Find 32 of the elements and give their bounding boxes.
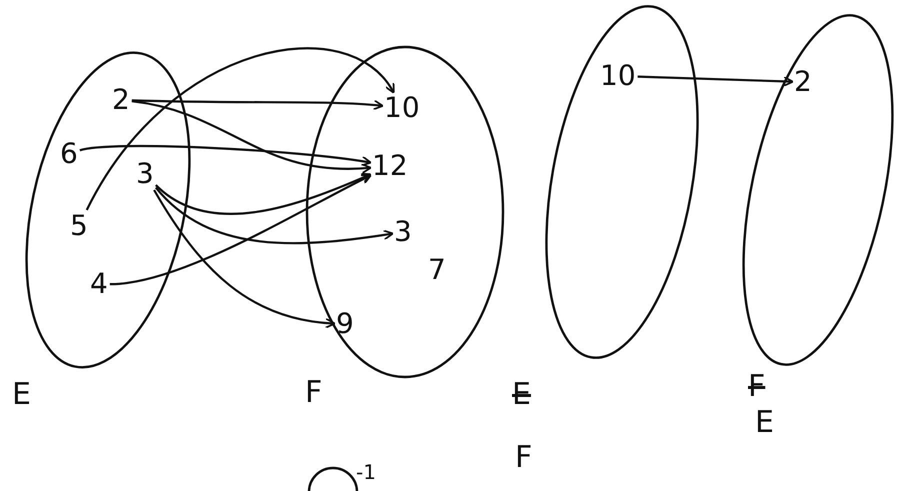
set-element: 3 [394,218,412,246]
set-element: 2 [112,86,130,114]
set-element: 12 [372,152,408,180]
arrow [110,174,372,286]
set-element: 9 [336,310,354,338]
set-element: 10 [600,62,636,90]
set-ellipse [545,5,699,359]
set-element: 7 [428,256,446,284]
set-name: E [755,408,774,438]
set-ellipse [306,46,504,378]
set-element: 6 [60,140,78,168]
set-element: 5 [70,212,88,240]
set-name: F [515,443,532,473]
set-element: 2 [794,68,812,96]
crossed-out-letter: F [748,372,766,402]
exponent-label: -1 [356,462,376,482]
arrow [132,99,384,110]
arrow [153,189,336,328]
set-name: E [12,380,31,410]
set-ellipse [742,14,894,366]
arrow [86,47,395,211]
set-element: 4 [90,270,108,298]
crossed-out-letter: E [512,380,531,410]
set-element: 10 [384,94,420,122]
arrow [155,172,372,215]
set-ellipse [25,52,191,368]
arrow [132,100,372,174]
arrow [155,186,394,244]
arrow [80,145,372,167]
arrow [638,76,794,87]
set-element: 3 [136,160,154,188]
set-name: F [305,378,322,408]
